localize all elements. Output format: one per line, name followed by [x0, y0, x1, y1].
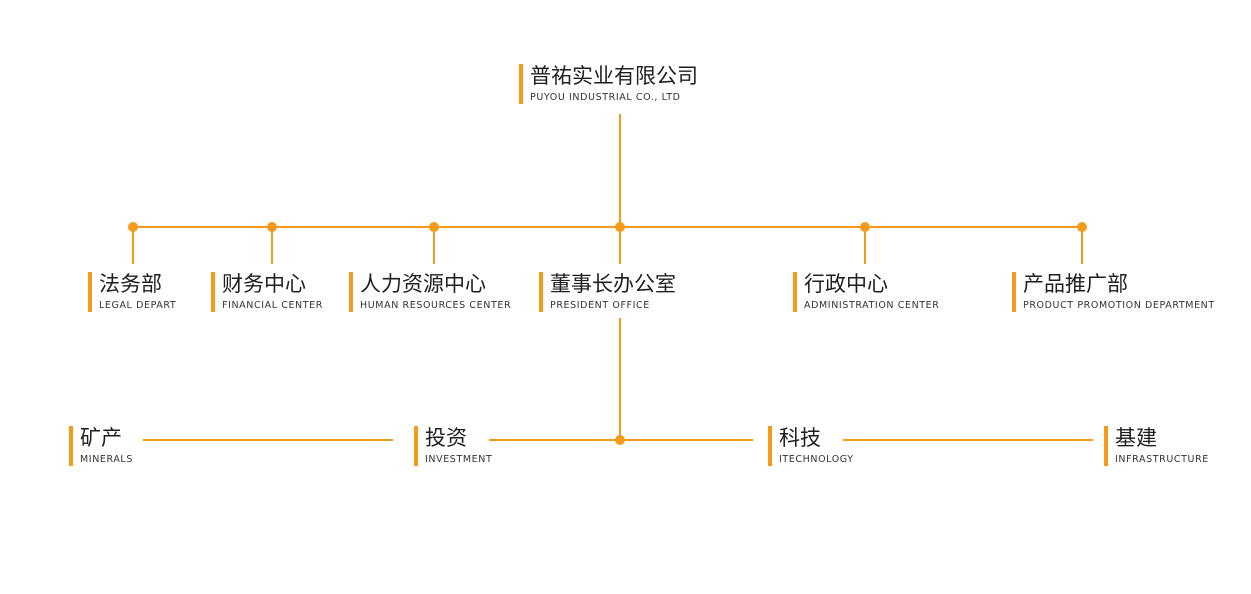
department-name-cn: 财务中心: [222, 272, 306, 296]
junction-dot-promotion: [1077, 222, 1087, 232]
department-node-admin: 行政中心 ADMINISTRATION CENTER: [793, 272, 940, 312]
junction-dot-admin: [860, 222, 870, 232]
division-name-en: MINERALS: [80, 454, 133, 465]
junction-dot-finance: [267, 222, 277, 232]
department-name-en: FINANCIAL CENTER: [222, 300, 323, 311]
department-name-cn: 董事长办公室: [550, 272, 676, 296]
department-node-president: 董事长办公室 PRESIDENT OFFICE: [539, 272, 676, 312]
division-name-cn: 矿产: [80, 426, 122, 450]
division-name-en: ITECHNOLOGY: [779, 454, 854, 465]
division-name-cn: 投资: [425, 426, 467, 450]
division-node-technology: 科技 ITECHNOLOGY: [768, 426, 854, 466]
company-name-cn: 普祐实业有限公司: [530, 64, 698, 88]
department-name-en: PRODUCT PROMOTION DEPARTMENT: [1023, 300, 1215, 311]
company-node: 普祐实业有限公司 PUYOU INDUSTRIAL CO., LTD: [519, 64, 698, 104]
junction-dot-legal: [128, 222, 138, 232]
department-name-cn: 法务部: [99, 272, 162, 296]
department-name-cn: 产品推广部: [1023, 272, 1128, 296]
junction-dot-president: [615, 222, 625, 232]
department-name-en: LEGAL DEPART: [99, 300, 177, 311]
division-name-en: INFRASTRUCTURE: [1115, 454, 1209, 465]
department-node-legal: 法务部 LEGAL DEPART: [88, 272, 176, 312]
division-name-cn: 科技: [779, 426, 821, 450]
division-node-infrastructure: 基建 INFRASTRUCTURE: [1104, 426, 1209, 466]
junction-dot-hr: [429, 222, 439, 232]
division-name-cn: 基建: [1115, 426, 1157, 450]
department-name-cn: 人力资源中心: [360, 272, 486, 296]
department-name-en: ADMINISTRATION CENTER: [804, 300, 940, 311]
division-node-investment: 投资 INVESTMENT: [414, 426, 492, 466]
department-name-cn: 行政中心: [804, 272, 888, 296]
department-node-hr: 人力资源中心 HUMAN RESOURCES CENTER: [349, 272, 511, 312]
division-name-en: INVESTMENT: [425, 454, 493, 465]
junction-dot-divisions: [615, 435, 625, 445]
department-node-promotion: 产品推广部 PRODUCT PROMOTION DEPARTMENT: [1012, 272, 1215, 312]
department-node-finance: 财务中心 FINANCIAL CENTER: [211, 272, 323, 312]
division-node-minerals: 矿产 MINERALS: [69, 426, 133, 466]
department-name-en: HUMAN RESOURCES CENTER: [360, 300, 512, 311]
department-name-en: PRESIDENT OFFICE: [550, 300, 650, 311]
company-name-en: PUYOU INDUSTRIAL CO., LTD: [530, 92, 681, 103]
